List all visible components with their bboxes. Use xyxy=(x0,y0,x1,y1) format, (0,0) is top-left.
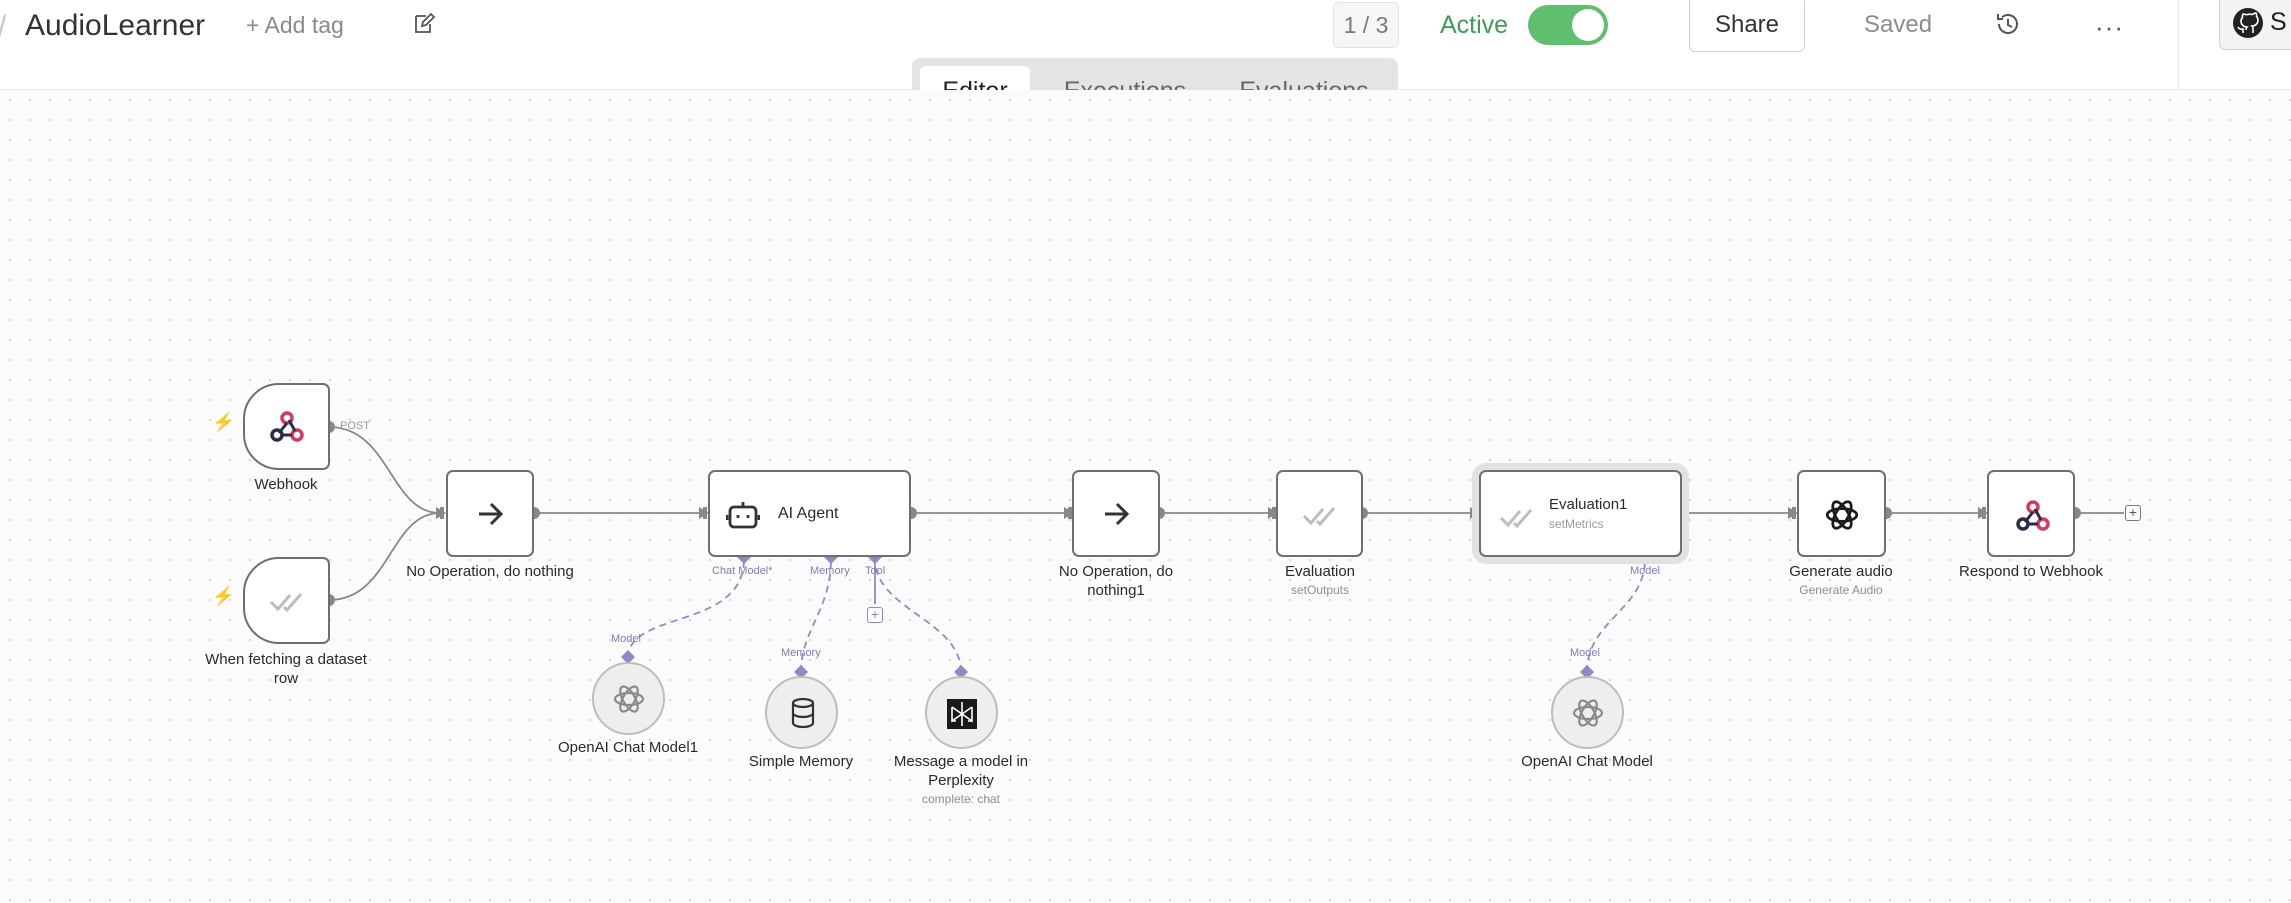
conn-dataset-noop xyxy=(328,512,441,601)
agent-title: AI Agent xyxy=(778,505,839,522)
port-noop-in xyxy=(440,507,444,519)
robot-icon xyxy=(726,502,760,529)
saved-status: Saved xyxy=(1864,11,1933,38)
port-agent-in xyxy=(703,507,707,519)
node-noop2[interactable] xyxy=(1072,470,1160,557)
evaluation1-port-model: Model xyxy=(1630,565,1660,577)
github-icon xyxy=(2233,8,2263,38)
toggle-knob xyxy=(1572,9,1604,41)
active-toggle[interactable] xyxy=(1528,5,1608,45)
generate-audio-label: Generate audio xyxy=(1789,563,1893,580)
arrow-right-icon xyxy=(479,502,504,526)
node-webhook[interactable] xyxy=(243,383,330,470)
workflow-canvas[interactable]: ⚡ POST Webhook ⚡ When fetching a dataset… xyxy=(0,90,2291,903)
trigger-bolt-icon: ⚡ xyxy=(212,586,235,606)
conn-openai-eval1 xyxy=(1586,558,1646,673)
diamond-openai1 xyxy=(621,650,635,664)
conn-webhook-noop xyxy=(328,426,441,514)
evaluation-label: Evaluation xyxy=(1284,563,1356,580)
more-options-icon[interactable]: ··· xyxy=(2095,12,2124,42)
diamond-memory xyxy=(794,665,808,679)
database-icon xyxy=(791,697,815,729)
port-eval1-in xyxy=(1474,507,1478,519)
evaluation-sub: setOutputs xyxy=(1290,583,1350,597)
openai-port-label: Model xyxy=(1570,647,1600,659)
node-evaluation[interactable] xyxy=(1276,470,1363,557)
edit-description-icon[interactable] xyxy=(412,12,436,36)
webhook-icon xyxy=(270,411,304,442)
header-divider xyxy=(2178,0,2179,89)
noop2-label: No Operation, do nothing1 xyxy=(1058,563,1174,599)
port-noop2-in xyxy=(1068,507,1072,519)
node-respond-webhook[interactable] xyxy=(1987,470,2075,557)
openai-icon xyxy=(1825,500,1859,530)
webhook-icon xyxy=(2016,500,2050,531)
double-check-icon xyxy=(1499,509,1533,529)
diamond-perplexity xyxy=(954,665,968,679)
port-eval-in xyxy=(1272,507,1276,519)
active-label: Active xyxy=(1440,11,1509,39)
respond-label: Respond to Webhook xyxy=(1959,563,2103,580)
add-node-button[interactable]: + xyxy=(2125,505,2141,521)
node-perplexity[interactable] xyxy=(925,676,998,749)
double-check-icon xyxy=(1302,507,1336,527)
openai-label: OpenAI Chat Model xyxy=(1521,753,1653,770)
diamond-openai xyxy=(1580,665,1594,679)
agent-port-memory: Memory xyxy=(810,565,850,577)
github-star-button[interactable]: S xyxy=(2219,0,2291,50)
github-star-label: S xyxy=(2270,8,2287,36)
trigger-bolt-icon: ⚡ xyxy=(212,412,235,432)
node-noop[interactable] xyxy=(446,470,534,557)
openai-icon xyxy=(613,685,645,713)
webhook-port-label: POST xyxy=(340,420,370,432)
node-openai-chat-model[interactable] xyxy=(1551,676,1624,749)
generate-audio-sub: Generate Audio xyxy=(1799,583,1883,597)
history-icon[interactable] xyxy=(1994,10,2022,38)
openai1-port-label: Model xyxy=(611,633,641,645)
openai-icon xyxy=(1572,699,1604,727)
memory-port-label: Memory xyxy=(781,647,821,659)
conn-memory-agent xyxy=(800,558,832,673)
node-evaluation1[interactable]: Evaluation1 setMetrics xyxy=(1479,470,1682,557)
node-simple-memory[interactable] xyxy=(765,676,838,749)
webhook-label: Webhook xyxy=(254,476,318,493)
node-ai-agent[interactable]: AI Agent xyxy=(708,470,911,557)
add-tool-button[interactable]: + xyxy=(867,607,883,623)
port-respond-in xyxy=(1982,507,1986,519)
perplexity-label: Message a model in Perplexity xyxy=(893,753,1029,789)
dataset-trigger-label: When fetching a dataset row xyxy=(205,651,367,687)
arrow-right-icon xyxy=(1105,502,1130,526)
node-generate-audio[interactable] xyxy=(1797,470,1886,557)
node-dataset-trigger[interactable] xyxy=(243,557,330,644)
version-counter[interactable]: 1 / 3 xyxy=(1333,2,1399,48)
conn-openai1-agent xyxy=(627,558,745,659)
workflow-name[interactable]: AudioLearner xyxy=(25,9,206,42)
perplexity-icon xyxy=(947,699,977,729)
share-button[interactable]: Share xyxy=(1689,0,1805,52)
openai1-label: OpenAI Chat Model1 xyxy=(557,739,699,756)
evaluation1-sub: setMetrics xyxy=(1549,517,1604,531)
agent-port-tool: Tool xyxy=(865,565,886,577)
agent-port-chat-model: Chat Model* xyxy=(712,565,773,577)
node-openai-chat-model1[interactable] xyxy=(592,662,665,735)
noop-label: No Operation, do nothing xyxy=(406,563,574,580)
port-audio-in xyxy=(1792,507,1796,519)
add-tag-button[interactable]: + Add tag xyxy=(246,12,344,38)
conn-perplexity-agent xyxy=(874,558,962,673)
breadcrumb-slash: / xyxy=(0,10,6,44)
evaluation1-title: Evaluation1 xyxy=(1549,496,1628,513)
perplexity-sub: complete: chat xyxy=(921,792,1001,806)
memory-label: Simple Memory xyxy=(748,753,854,770)
double-check-icon xyxy=(269,593,303,613)
